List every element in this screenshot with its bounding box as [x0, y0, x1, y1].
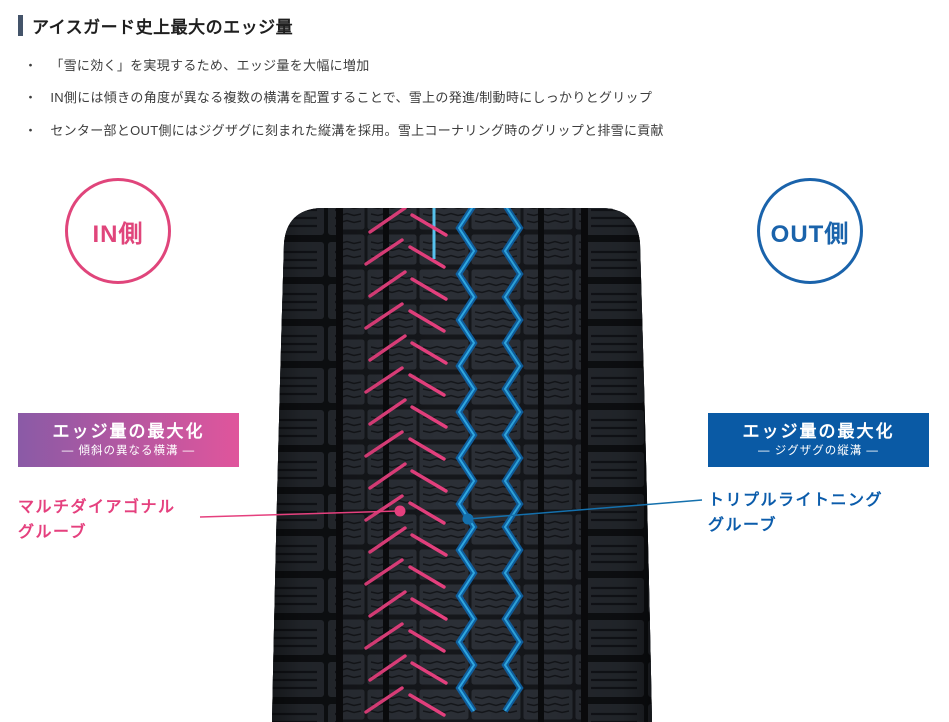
out-side-label: OUT側: [770, 220, 850, 248]
left-feature-title: エッジ量の最大化: [52, 421, 205, 441]
in-side-badge: IN側: [65, 178, 171, 284]
bullet-marker: ・: [24, 122, 38, 138]
bullet-item: ・ 「雪に効く」を実現するため、エッジ量を大幅に増加: [24, 58, 664, 74]
left-groove-name: マルチダイアゴナル グルーブ: [18, 499, 176, 541]
right-groove-name: トリプルライトニング グルーブ: [708, 492, 884, 534]
title-accent-bar: [18, 15, 23, 36]
tire-tread-image: [272, 208, 652, 722]
right-feature-box: エッジ量の最大化 ― ジグザグの縦溝 ―: [708, 413, 929, 467]
bullet-text: 「雪に効く」を実現するため、エッジ量を大幅に増加: [50, 58, 370, 73]
bullet-list: ・ 「雪に効く」を実現するため、エッジ量を大幅に増加 ・ IN側には傾きの角度が…: [24, 58, 664, 155]
in-side-label: IN側: [92, 220, 144, 248]
section-header: アイスガード史上最大のエッジ量: [18, 13, 293, 38]
right-feature-subtitle: ― ジグザグの縦溝 ―: [758, 444, 879, 457]
page-title: アイスガード史上最大のエッジ量: [32, 18, 294, 37]
left-feature-box: エッジ量の最大化 ― 傾斜の異なる横溝 ―: [18, 413, 239, 467]
left-feature-subtitle: ― 傾斜の異なる横溝 ―: [61, 444, 196, 457]
right-feature-title: エッジ量の最大化: [742, 421, 895, 441]
bullet-marker: ・: [24, 58, 38, 73]
bullet-item: ・ センター部とOUT側にはジグザグに刻まれた縦溝を採用。雪上コーナリング時のグ…: [24, 123, 664, 139]
bullet-text: IN側には傾きの角度が異なる複数の横溝を配置することで、雪上の発進/制動時にしっ…: [50, 90, 653, 106]
bullet-text: センター部とOUT側にはジグザグに刻まれた縦溝を採用。雪上コーナリング時のグリッ…: [50, 122, 664, 138]
bullet-item: ・ IN側には傾きの角度が異なる複数の横溝を配置することで、雪上の発進/制動時に…: [24, 90, 664, 106]
out-side-badge: OUT側: [757, 178, 863, 284]
bullet-marker: ・: [24, 90, 38, 106]
tire-shading: [272, 208, 652, 722]
